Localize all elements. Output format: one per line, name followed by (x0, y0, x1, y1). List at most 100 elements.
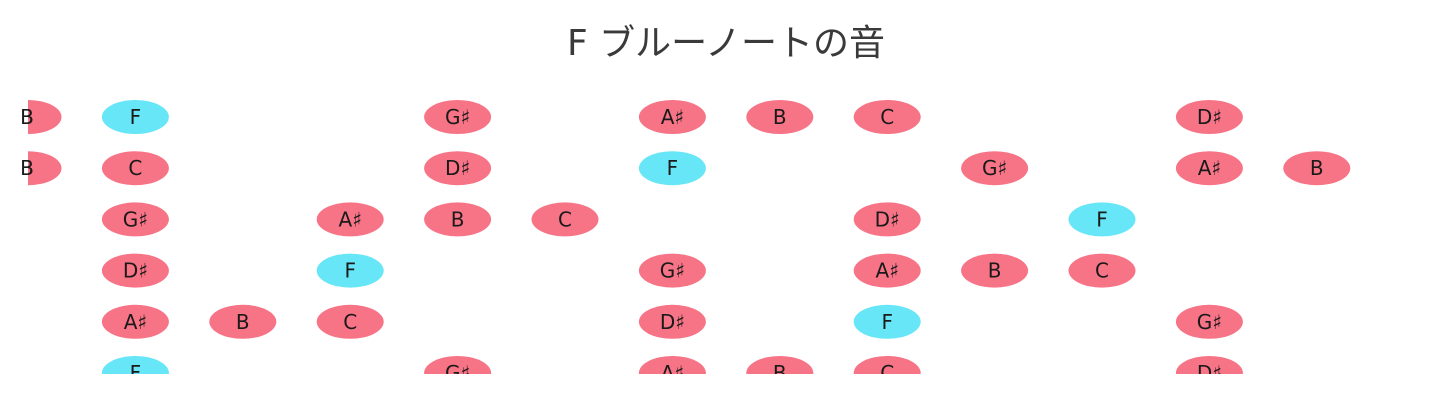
scale-note-dot (961, 253, 1029, 288)
note-label: B (20, 156, 34, 180)
scale-note-dot (101, 202, 169, 237)
note-label: D♯ (445, 156, 470, 180)
open-string-note-label: B (20, 105, 34, 129)
note-marker-string-4-fret-1: D♯ (101, 253, 169, 288)
scale-note-dot (424, 202, 492, 237)
scale-note-dot (1068, 253, 1136, 288)
scale-note-dot (638, 356, 706, 374)
note-marker-string-3-fret-8: D♯ (853, 202, 921, 237)
note-label: A♯ (876, 259, 899, 283)
note-label: G♯ (660, 259, 685, 283)
scale-note-dot (424, 151, 492, 186)
note-marker-string-1-fret-11: D♯ (1175, 100, 1243, 134)
scale-note-dot (853, 100, 921, 134)
note-label: F (130, 105, 142, 129)
scale-note-dot (209, 304, 277, 339)
note-label: C (128, 156, 142, 180)
note-label: A♯ (661, 361, 684, 385)
root-note-dot (101, 356, 169, 374)
scale-note-dot (101, 151, 169, 186)
note-label: F (667, 156, 679, 180)
note-marker-string-2-fret-0: B (20, 151, 62, 186)
note-marker-string-2-fret-12: B (1283, 151, 1351, 186)
note-label: D♯ (660, 310, 685, 334)
note-marker-string-5-fret-1: A♯ (101, 304, 169, 339)
note-label: A♯ (339, 207, 362, 231)
note-label: C (1095, 259, 1109, 283)
scale-note-dot (1175, 356, 1243, 374)
scale-note-dot (101, 304, 169, 339)
note-marker-string-2-fret-11: A♯ (1175, 151, 1243, 186)
note-marker-string-4-fret-6: G♯ (638, 253, 706, 288)
note-marker-string-1-fret-4: G♯ (424, 100, 492, 134)
root-note-dot (853, 304, 921, 339)
note-label: C (343, 310, 357, 334)
note-marker-string-6-fret-11: D♯ (1175, 356, 1243, 374)
note-label: A♯ (1198, 156, 1221, 180)
note-label: G♯ (445, 105, 470, 129)
note-marker-string-3-fret-5: C (531, 202, 599, 237)
root-note-dot (316, 253, 384, 288)
note-marker-string-1-fret-8: C (853, 100, 921, 134)
scale-note-dot (1175, 151, 1243, 186)
note-marker-string-4-fret-3: F (316, 253, 384, 288)
scale-note-dot (638, 304, 706, 339)
scale-note-dot (101, 253, 169, 288)
note-marker-string-5-fret-2: B (209, 304, 277, 339)
note-label: C (558, 207, 572, 231)
open-string-note-label: B (20, 156, 34, 180)
note-label: B (236, 310, 250, 334)
note-marker-string-4-fret-10: C (1068, 253, 1136, 288)
scale-note-dot (746, 356, 814, 374)
note-label: D♯ (875, 207, 900, 231)
note-label: G♯ (982, 156, 1007, 180)
note-marker-string-4-fret-9: B (961, 253, 1029, 288)
note-marker-string-1-fret-0: B (20, 100, 62, 134)
note-label: B (20, 105, 34, 129)
note-marker-string-2-fret-1: C (101, 151, 169, 186)
root-note-dot (101, 100, 169, 134)
note-label: G♯ (123, 207, 148, 231)
scale-note-dot (424, 100, 492, 134)
note-marker-string-5-fret-6: D♯ (638, 304, 706, 339)
scale-note-dot (531, 202, 599, 237)
scale-note-dot (638, 253, 706, 288)
note-label: B (773, 105, 787, 129)
note-marker-string-3-fret-10: F (1068, 202, 1136, 237)
note-label: B (451, 207, 465, 231)
note-label: C (880, 105, 894, 129)
note-label: G♯ (1197, 310, 1222, 334)
scale-note-dot (961, 151, 1029, 186)
scale-note-dot (853, 253, 921, 288)
note-marker-string-5-fret-11: G♯ (1175, 304, 1243, 339)
note-marker-string-4-fret-8: A♯ (853, 253, 921, 288)
scale-note-dot (1175, 100, 1243, 134)
scale-note-dot (853, 356, 921, 374)
note-label: F (881, 310, 893, 334)
diagram-title: F ブルーノートの音 (567, 23, 885, 64)
note-label: D♯ (123, 259, 148, 283)
note-marker-string-1-fret-1: F (101, 100, 169, 134)
scale-note-dot (638, 100, 706, 134)
note-label: A♯ (124, 310, 147, 334)
scale-note-dot (1175, 304, 1243, 339)
scale-note-dot (28, 151, 62, 186)
note-marker-string-1-fret-6: A♯ (638, 100, 706, 134)
note-label: D♯ (1197, 105, 1222, 129)
note-label: F (130, 361, 142, 385)
note-marker-string-6-fret-6: A♯ (638, 356, 706, 385)
note-marker-string-3-fret-1: G♯ (101, 202, 169, 237)
note-marker-string-2-fret-9: G♯ (961, 151, 1029, 186)
note-marker-string-6-fret-1: F (101, 356, 169, 385)
note-marker-string-5-fret-8: F (853, 304, 921, 339)
note-marker-string-3-fret-4: B (424, 202, 492, 237)
scale-note-dot (1283, 151, 1351, 186)
note-label: C (880, 361, 894, 385)
note-label: A♯ (661, 105, 684, 129)
note-marker-string-5-fret-3: C (316, 304, 384, 339)
note-marker-string-6-fret-4: G♯ (424, 356, 492, 374)
root-note-dot (1068, 202, 1136, 237)
scale-note-dot (746, 100, 814, 134)
notes-layer: B F G♯ A♯ B C D♯ B C D♯ F G♯ A♯ B G♯ A♯ B C D♯ F D♯ F G♯ A♯ B C A♯… (20, 100, 1351, 385)
scale-note-dot (316, 202, 384, 237)
